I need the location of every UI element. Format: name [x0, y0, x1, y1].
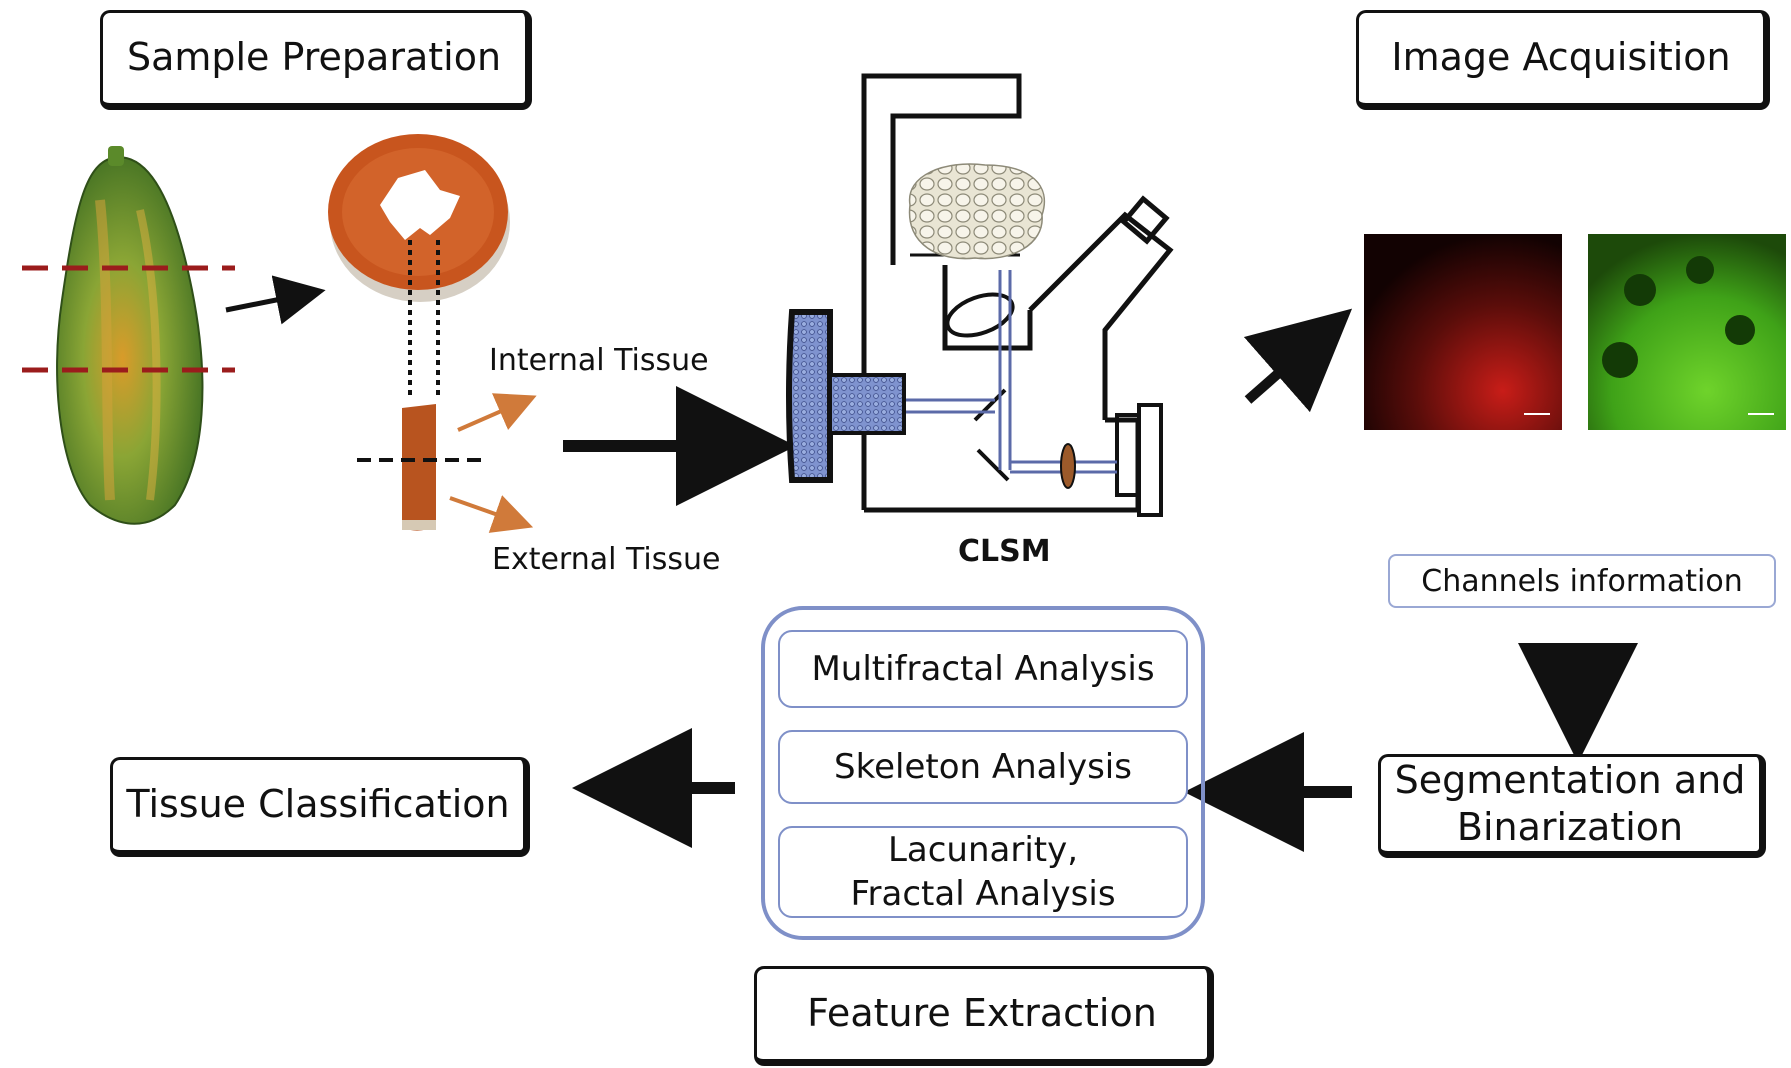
- stage-label-line2: Binarization: [1456, 805, 1684, 849]
- stage-feature-extraction: Feature Extraction: [754, 966, 1214, 1066]
- red-channel-image: [1364, 234, 1562, 430]
- stage-label: Image Acquisition: [1391, 35, 1731, 80]
- stage-label-line1: Segmentation and: [1394, 757, 1746, 802]
- green-channel-image: [1588, 234, 1786, 430]
- channels-information-label: Channels information: [1421, 563, 1743, 599]
- analysis-label: Multifractal Analysis: [811, 648, 1155, 689]
- analysis-lacunarity-fractal: Lacunarity, Fractal Analysis: [778, 826, 1188, 918]
- tissue-cylinder-image: [402, 404, 436, 531]
- microscope-schematic: [861, 73, 1174, 517]
- channels-information-box: Channels information: [1388, 554, 1776, 608]
- papaya-slice-image: [328, 134, 510, 302]
- analysis-label-line2: Fractal Analysis: [850, 874, 1116, 914]
- arrow-internal-tissue: [457, 393, 537, 432]
- stage-image-acquisition: Image Acquisition: [1356, 10, 1770, 110]
- arrow-to-image-acquisition: [1243, 308, 1353, 413]
- clsm-label: CLSM: [958, 534, 1051, 569]
- internal-tissue-label: Internal Tissue: [489, 343, 709, 378]
- arrow-fruit-to-slice: [225, 275, 326, 325]
- stage-tissue-classification: Tissue Classification: [110, 757, 530, 857]
- analysis-skeleton: Skeleton Analysis: [778, 730, 1188, 804]
- feature-extraction-container: [761, 606, 1205, 940]
- stage-label: Sample Preparation: [126, 35, 502, 80]
- optical-path: [900, 270, 1117, 474]
- papaya-fruit-image: [56, 146, 204, 525]
- analysis-multifractal: Multifractal Analysis: [778, 630, 1188, 708]
- stage-label: Tissue Classification: [126, 782, 510, 827]
- laser-source: [786, 309, 906, 483]
- stage-sample-preparation: Sample Preparation: [100, 10, 532, 110]
- lens: [1060, 443, 1076, 489]
- sample-tissue-image: [908, 163, 1046, 260]
- stage-segmentation-binarization: Segmentation and Binarization: [1378, 754, 1766, 858]
- external-tissue-label: External Tissue: [492, 542, 721, 577]
- stage-label: Feature Extraction: [807, 991, 1157, 1036]
- arrow-external-tissue: [449, 495, 534, 533]
- analysis-label: Skeleton Analysis: [834, 746, 1132, 787]
- analysis-label-line1: Lacunarity,: [887, 829, 1079, 870]
